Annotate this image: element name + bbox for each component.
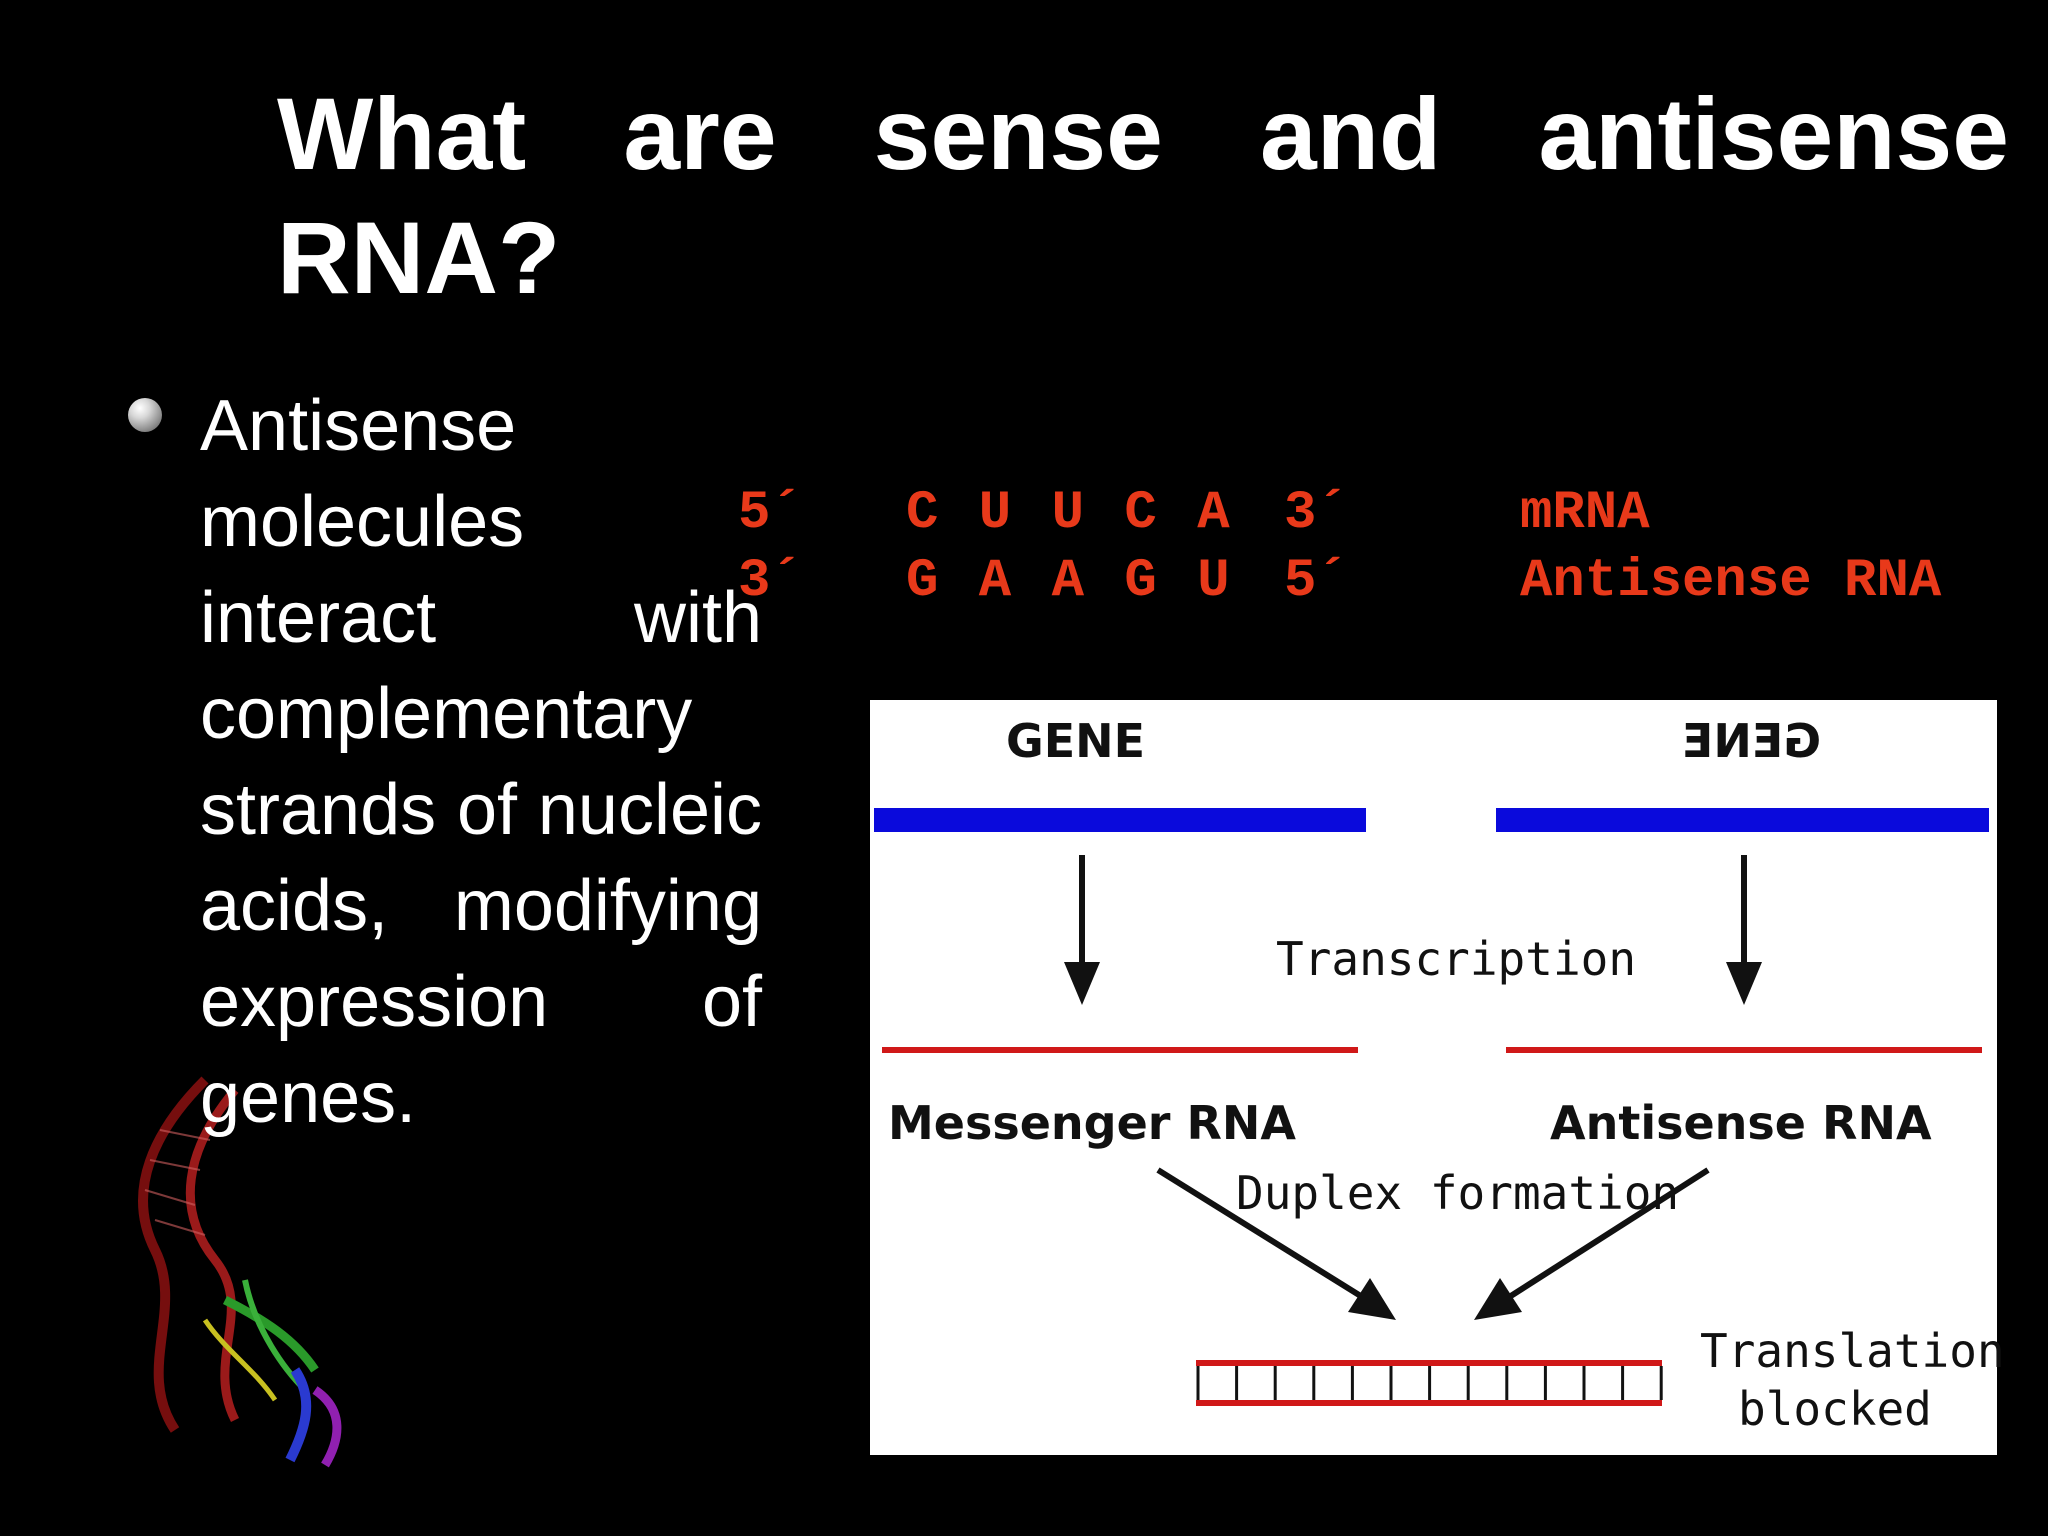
seq-row2-bases: G A A G U: [906, 551, 1234, 612]
dna-helix-icon: [138, 1076, 342, 1468]
duplex-arrow-right: [1490, 1167, 1710, 1311]
duplex-rungs: [1196, 1366, 1663, 1400]
duplex-arrowhead-left: [1348, 1278, 1396, 1320]
seq-row2-3prime: 3´: [738, 551, 803, 612]
translation-blocked-line2: blocked: [1738, 1382, 1932, 1436]
title-line-1: What are sense and antisense: [277, 72, 2009, 196]
blocked-duplex: [1196, 1360, 1662, 1406]
seq-row1-3prime: 3´: [1284, 483, 1349, 544]
title-line-2: RNA?: [277, 201, 561, 315]
duplex-formation-label: Duplex formation: [1236, 1166, 1680, 1220]
transcription-arrowhead-left: [1064, 962, 1100, 1005]
duplex-arrow-left: [1156, 1167, 1382, 1311]
gene-label-right-mirrored: GENE: [1682, 714, 1822, 768]
seq-row1-5prime: 5´: [738, 483, 803, 544]
antisense-rna-label: Antisense RNA: [1550, 1096, 1932, 1150]
bullet-text: Antisense molecules interact with comple…: [200, 386, 762, 1138]
gene-label-left: GENE: [1006, 714, 1146, 768]
antisense-diagram: GENE GENE Transcription Messenger RNA An…: [870, 700, 2005, 1455]
transcription-label: Transcription: [1276, 932, 1637, 986]
slide-title: What are sense and antisense RNA?: [277, 72, 2009, 320]
seq-row1-label: mRNA: [1520, 483, 1650, 544]
title-word: antisense: [1538, 77, 2009, 191]
duplex-arrowhead-right: [1474, 1278, 1522, 1320]
title-word: sense: [873, 77, 1163, 191]
rna-line-left: [882, 1047, 1358, 1053]
gene-bar-left: [874, 808, 1366, 832]
title-word: are: [623, 77, 777, 191]
bullet-icon: [128, 398, 162, 432]
diagram-graphics: [874, 808, 1989, 1406]
rna-line-right: [1506, 1047, 1982, 1053]
translation-blocked-line1: Translation: [1700, 1324, 2005, 1378]
gene-bar-right: [1496, 808, 1989, 832]
title-word: and: [1259, 77, 1442, 191]
seq-row2-label: Antisense RNA: [1520, 551, 1942, 612]
transcription-arrowhead-right: [1726, 962, 1762, 1005]
seq-row2-5prime: 5´: [1284, 551, 1349, 612]
seq-row1-bases: C U U C A: [906, 483, 1234, 544]
title-word: What: [277, 77, 527, 191]
messenger-rna-label: Messenger RNA: [888, 1096, 1297, 1150]
